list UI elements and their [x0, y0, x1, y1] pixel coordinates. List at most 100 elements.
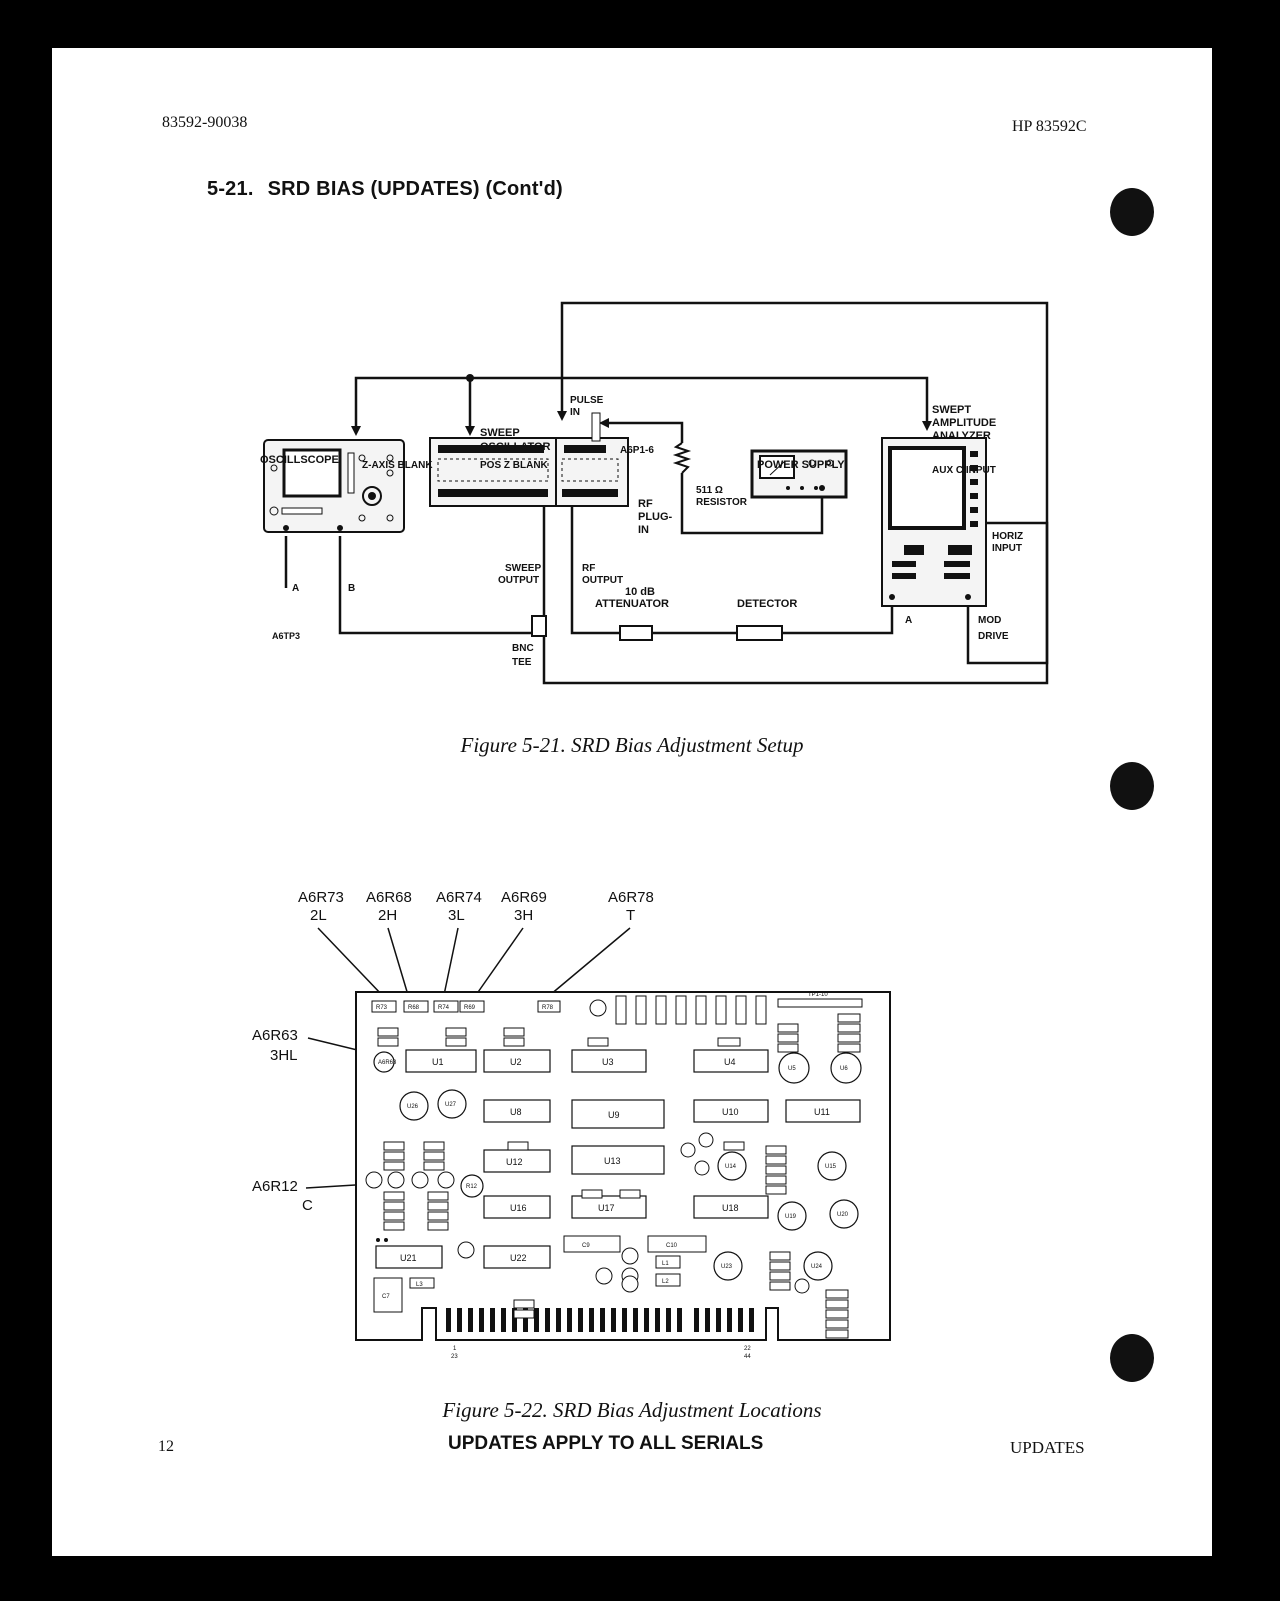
setup-diagram: PULSE IN SWEEP OSCILLATOR SWEPT AMPLITUD…: [260, 301, 1049, 685]
svg-text:IN: IN: [638, 524, 649, 536]
svg-text:POS Z BLANK: POS Z BLANK: [480, 460, 549, 471]
svg-text:2H: 2H: [378, 907, 397, 924]
svg-text:MOD: MOD: [978, 615, 1001, 626]
svg-text:SWEEP: SWEEP: [480, 427, 520, 439]
footer-center-text: UPDATES APPLY TO ALL SERIALS: [448, 1433, 764, 1454]
svg-text:A6R12: A6R12: [252, 1178, 298, 1195]
svg-text:L1: L1: [662, 1261, 669, 1267]
svg-text:SWEEP: SWEEP: [505, 563, 541, 574]
binder-hole-middle: [1110, 762, 1154, 810]
svg-text:HORIZ: HORIZ: [992, 531, 1023, 542]
svg-text:3L: 3L: [448, 907, 465, 924]
svg-text:U12: U12: [506, 1157, 523, 1167]
svg-text:R69: R69: [464, 1005, 476, 1011]
svg-text:Z-AXIS BLANK: Z-AXIS BLANK: [362, 460, 433, 471]
figure-5-22-caption: Figure 5-22. SRD Bias Adjustment Locatio…: [442, 1398, 822, 1422]
sweep-oscillator-instrument: [429, 412, 629, 507]
svg-text:U27: U27: [445, 1102, 457, 1108]
svg-text:L3: L3: [416, 1282, 423, 1288]
svg-text:A6R73: A6R73: [298, 889, 344, 906]
svg-text:A: A: [905, 615, 912, 626]
svg-text:23: 23: [451, 1354, 458, 1358]
power-supply-instrument: [750, 449, 848, 499]
svg-text:ANALYZER: ANALYZER: [932, 430, 991, 442]
binder-hole-bottom: [1110, 1334, 1154, 1382]
svg-text:U2: U2: [510, 1057, 522, 1067]
svg-text:A6TP3: A6TP3: [272, 631, 300, 641]
svg-text:U19: U19: [785, 1214, 797, 1220]
svg-text:A6R68: A6R68: [366, 889, 412, 906]
svg-text:INPUT: INPUT: [992, 543, 1022, 554]
rf-output-wire: [570, 505, 620, 635]
horiz-loop-wire: [966, 521, 1049, 665]
svg-text:OUTPUT: OUTPUT: [498, 575, 539, 586]
svg-text:C10: C10: [666, 1243, 678, 1249]
figure-5-21-caption: Figure 5-21. SRD Bias Adjustment Setup: [460, 733, 804, 757]
doc-number: 83592-90038: [162, 114, 248, 131]
svg-text:511 Ω: 511 Ω: [696, 485, 723, 496]
svg-text:1: 1: [453, 1346, 457, 1352]
svg-text:OSCILLATOR: OSCILLATOR: [480, 441, 551, 453]
svg-text:2L: 2L: [310, 907, 327, 924]
svg-text:A6P1-6: A6P1-6: [620, 445, 654, 456]
svg-text:ATTENUATOR: ATTENUATOR: [595, 598, 669, 610]
svg-text:POWER SUPPLY: POWER SUPPLY: [757, 459, 845, 471]
svg-text:TEE: TEE: [512, 657, 532, 668]
footer-right-text: UPDATES: [1010, 1438, 1085, 1457]
svg-text:IN: IN: [570, 407, 580, 418]
swept-amplitude-analyzer-instrument: [881, 437, 987, 607]
svg-text:DETECTOR: DETECTOR: [737, 598, 797, 610]
svg-text:U26: U26: [407, 1104, 419, 1110]
blanking-wire: [354, 376, 929, 428]
svg-text:TP1-10: TP1-10: [808, 992, 828, 998]
section-title: SRD BIAS (UPDATES) (Cont'd): [267, 178, 563, 200]
section-heading: 5-21. SRD BIAS (UPDATES) (Cont'd): [207, 178, 563, 201]
attenuator: [619, 625, 653, 641]
svg-text:A6R78: A6R78: [608, 889, 654, 906]
svg-text:A6R63: A6R63: [378, 1060, 397, 1066]
svg-text:44: 44: [744, 1354, 751, 1358]
svg-text:RF: RF: [638, 498, 653, 510]
svg-text:PLUG-: PLUG-: [638, 511, 673, 523]
svg-text:T: T: [626, 907, 635, 924]
svg-text:U10: U10: [722, 1107, 739, 1117]
svg-text:R73: R73: [376, 1005, 388, 1011]
svg-text:U4: U4: [724, 1057, 736, 1067]
binder-hole-top: [1110, 188, 1154, 236]
svg-text:BNC: BNC: [512, 643, 534, 654]
svg-text:AUX C INPUT: AUX C INPUT: [932, 465, 996, 476]
svg-text:SWEPT: SWEPT: [932, 404, 971, 416]
svg-text:U18: U18: [722, 1203, 739, 1213]
board-diagram: A6R73 2L A6R68 2H A6R74 3L A6R69 3H A6R7…: [252, 889, 891, 1358]
model-number: HP 83592C: [1012, 118, 1087, 135]
svg-text:U3: U3: [602, 1057, 614, 1067]
oscilloscope-instrument: [263, 439, 405, 533]
svg-text:DRIVE: DRIVE: [978, 631, 1009, 642]
svg-text:A6R63: A6R63: [252, 1027, 298, 1044]
bnc-tee: [531, 615, 547, 637]
svg-text:U13: U13: [604, 1156, 621, 1166]
svg-text:U9: U9: [608, 1110, 620, 1120]
pulse-loop-wire: [542, 301, 1049, 685]
svg-text:22: 22: [744, 1346, 751, 1352]
svg-text:A6R74: A6R74: [436, 889, 482, 906]
svg-text:3HL: 3HL: [270, 1047, 298, 1064]
svg-text:U8: U8: [510, 1107, 522, 1117]
svg-text:U16: U16: [510, 1203, 527, 1213]
svg-text:R74: R74: [438, 1005, 450, 1011]
detector-to-analyzer: [782, 605, 894, 635]
page-number: 12: [158, 1438, 174, 1455]
svg-text:U21: U21: [400, 1253, 417, 1263]
manual-page: 83592-90038 HP 83592C 5-21. SRD BIAS (UPD…: [52, 48, 1212, 1556]
svg-text:C: C: [302, 1197, 313, 1214]
svg-text:U1: U1: [432, 1057, 444, 1067]
edge-connector: [446, 1308, 754, 1332]
svg-text:L2: L2: [662, 1279, 669, 1285]
section-number: 5-21.: [207, 178, 254, 200]
svg-text:U14: U14: [725, 1164, 737, 1170]
svg-text:RF: RF: [582, 563, 595, 574]
svg-text:U11: U11: [814, 1107, 830, 1117]
svg-text:U22: U22: [510, 1253, 527, 1263]
detector: [736, 625, 783, 641]
svg-text:C7: C7: [382, 1294, 390, 1300]
